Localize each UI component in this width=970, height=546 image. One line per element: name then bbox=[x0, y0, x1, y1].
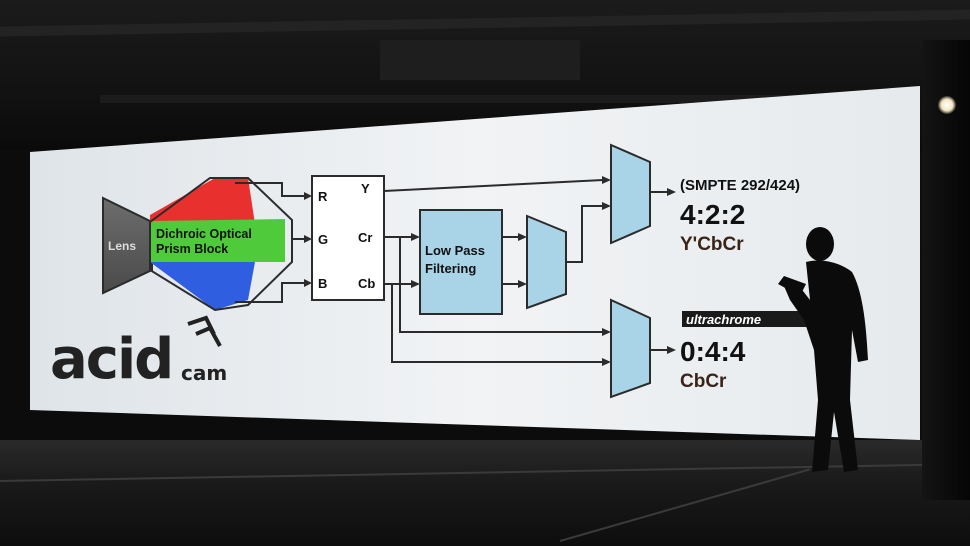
matrix-output-cr: Cr bbox=[358, 230, 372, 245]
stage-light bbox=[938, 96, 956, 114]
lens-label: Lens bbox=[108, 239, 136, 253]
filter-label-line2: Filtering bbox=[425, 261, 476, 276]
prism-arrowheads bbox=[304, 192, 312, 287]
ultrachrome-logo: ultrachrome bbox=[686, 312, 761, 327]
prism-green-beam bbox=[150, 219, 285, 262]
matrix-input-b: B bbox=[318, 276, 327, 291]
filter-label-line1: Low Pass bbox=[425, 243, 485, 258]
signal-arrowheads bbox=[411, 176, 676, 366]
stage-floor bbox=[0, 440, 970, 546]
logo-sub-text: cam bbox=[181, 361, 227, 385]
low-pass-filter-box bbox=[419, 209, 503, 315]
prism-block bbox=[149, 177, 293, 312]
mux-bottom bbox=[610, 298, 651, 399]
output-top-standard: (SMPTE 292/424) bbox=[680, 177, 800, 194]
matrix-output-y: Y bbox=[361, 181, 370, 196]
logo-main-text: acid bbox=[50, 327, 172, 392]
lens-shape bbox=[102, 196, 153, 295]
output-bottom-ratio: 0:4:4 bbox=[680, 336, 746, 367]
mux-top bbox=[610, 143, 651, 245]
output-top-format: Y'CbCr bbox=[680, 234, 744, 255]
matrix-box bbox=[311, 175, 385, 301]
prism-label-line1: Dichroic Optical bbox=[156, 227, 252, 241]
output-bottom-format: CbCr bbox=[680, 371, 727, 392]
right-wall bbox=[922, 40, 970, 500]
ceiling-beam bbox=[100, 95, 920, 103]
mux-small bbox=[526, 214, 567, 310]
matrix-output-cb: Cb bbox=[358, 276, 375, 291]
acidcam-logo: acid cam bbox=[50, 315, 227, 392]
prism-label-line2: Prism Block bbox=[156, 242, 228, 256]
presenter-arm bbox=[778, 276, 806, 296]
ceiling-beam bbox=[380, 40, 580, 80]
prism-outline bbox=[149, 177, 293, 312]
ultrachrome-badge-bg bbox=[682, 311, 810, 327]
presenter-body bbox=[784, 260, 868, 472]
presenter-head bbox=[806, 227, 834, 261]
matrix-input-g: G bbox=[318, 232, 328, 247]
prism-red-beam bbox=[150, 178, 255, 224]
signal-lines bbox=[383, 179, 668, 363]
output-top-ratio: 4:2:2 bbox=[680, 199, 745, 230]
logo-mark-icon bbox=[187, 315, 222, 347]
matrix-input-r: R bbox=[318, 189, 328, 204]
prism-blue-beam bbox=[150, 262, 255, 310]
